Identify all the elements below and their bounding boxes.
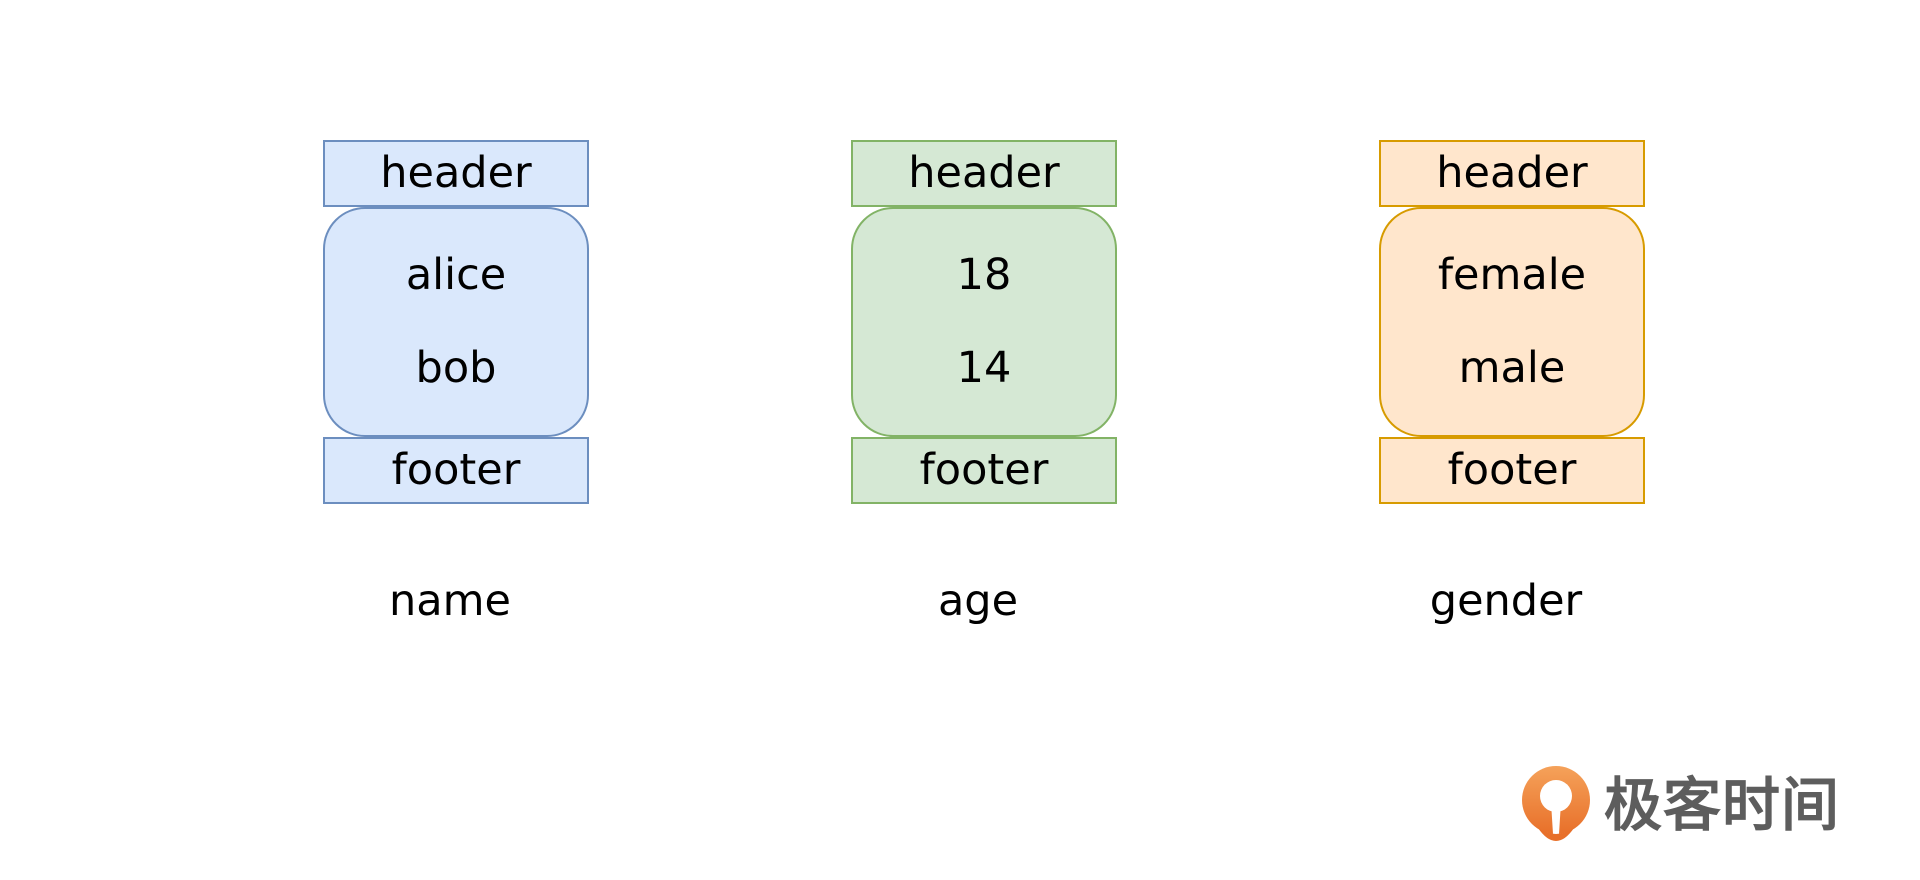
column-gender: header female male footer <box>1379 140 1645 504</box>
column-label-age: age <box>937 576 1019 626</box>
column-header: header <box>1379 140 1645 207</box>
logo-text: 极客时间 <box>1604 771 1841 839</box>
geektime-logo-icon <box>1522 766 1590 841</box>
column-label-gender: gender <box>1429 576 1583 626</box>
value-cell: alice <box>405 250 507 300</box>
column-footer: footer <box>323 437 589 504</box>
brand-logo: 极客时间 <box>1518 762 1840 848</box>
value-cell: 18 <box>956 250 1012 300</box>
value-cell: 14 <box>956 343 1012 393</box>
column-values: female male <box>1379 207 1645 437</box>
value-cell: bob <box>415 343 497 393</box>
column-header: header <box>851 140 1117 207</box>
column-age: header 18 14 footer <box>851 140 1117 504</box>
column-label-name: name <box>389 576 511 626</box>
value-cell: male <box>1458 343 1566 393</box>
column-name: header alice bob footer <box>323 140 589 504</box>
column-values: 18 14 <box>851 207 1117 437</box>
column-header: header <box>323 140 589 207</box>
column-values: alice bob <box>323 207 589 437</box>
value-cell: female <box>1437 250 1587 300</box>
column-footer: footer <box>851 437 1117 504</box>
column-footer: footer <box>1379 437 1645 504</box>
